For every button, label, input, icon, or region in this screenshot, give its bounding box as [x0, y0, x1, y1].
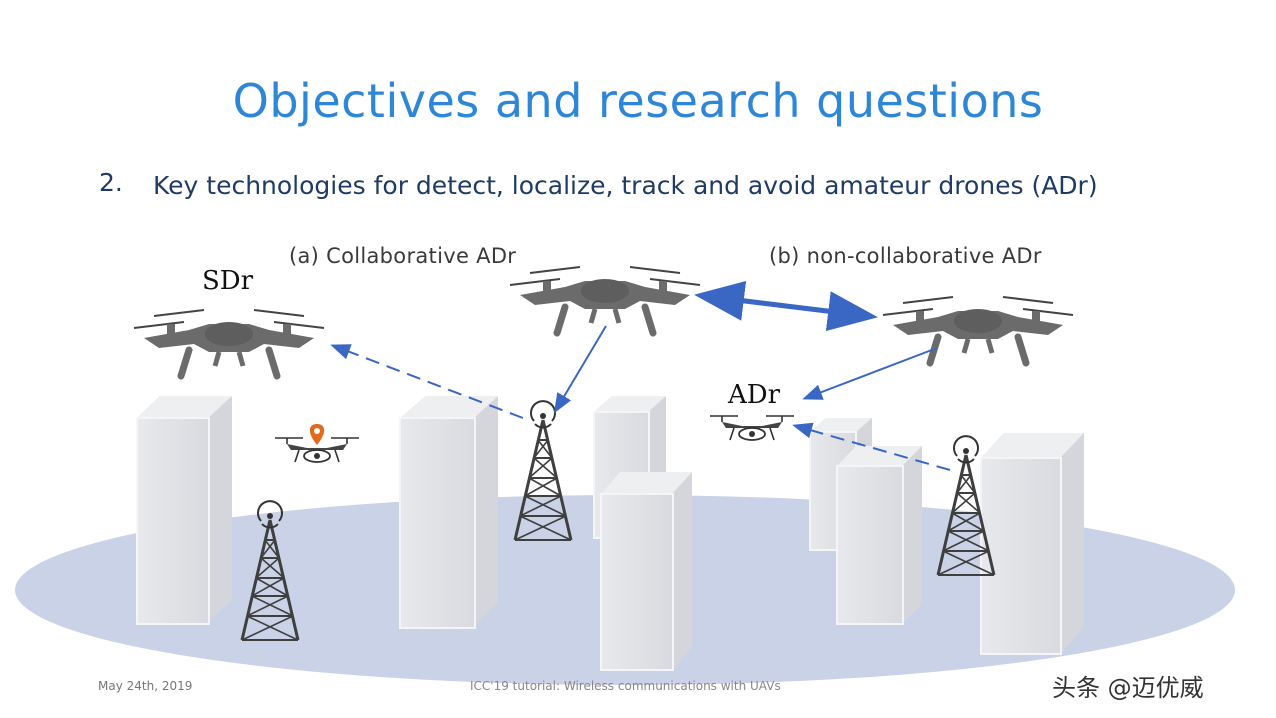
solid-arrow: [802, 347, 938, 400]
double-arrow: [694, 280, 878, 332]
building-block: [980, 433, 1084, 655]
footer-date: May 24th, 2019: [98, 679, 193, 693]
bullet-text: Key technologies for detect, localize, t…: [153, 171, 1098, 200]
building-block: [600, 472, 692, 671]
dashed-arrow: [330, 344, 524, 419]
building-block: [399, 396, 498, 629]
solid-arrow: [553, 325, 607, 414]
slide-title: Objectives and research questions: [232, 74, 1044, 128]
location-pin-icon: [309, 424, 325, 445]
caption-non-collaborative: (b) non-collaborative ADr: [769, 244, 1042, 268]
drone-icon: [134, 310, 324, 376]
dashed-arrow: [792, 422, 951, 471]
drone-icon: [510, 267, 700, 333]
small-drone-icon: [709, 415, 795, 441]
bullet-number: 2.: [99, 168, 123, 197]
caption-collaborative: (a) Collaborative ADr: [289, 244, 517, 268]
footer-title: ICC'19 tutorial: Wireless communications…: [470, 679, 781, 693]
watermark: 头条 @迈优威: [1052, 674, 1204, 702]
building-block: [836, 446, 922, 625]
building-block: [136, 396, 232, 625]
sdr-label: SDr: [202, 266, 254, 296]
adr-label: ADr: [728, 380, 781, 410]
drone-icon: [883, 297, 1073, 363]
